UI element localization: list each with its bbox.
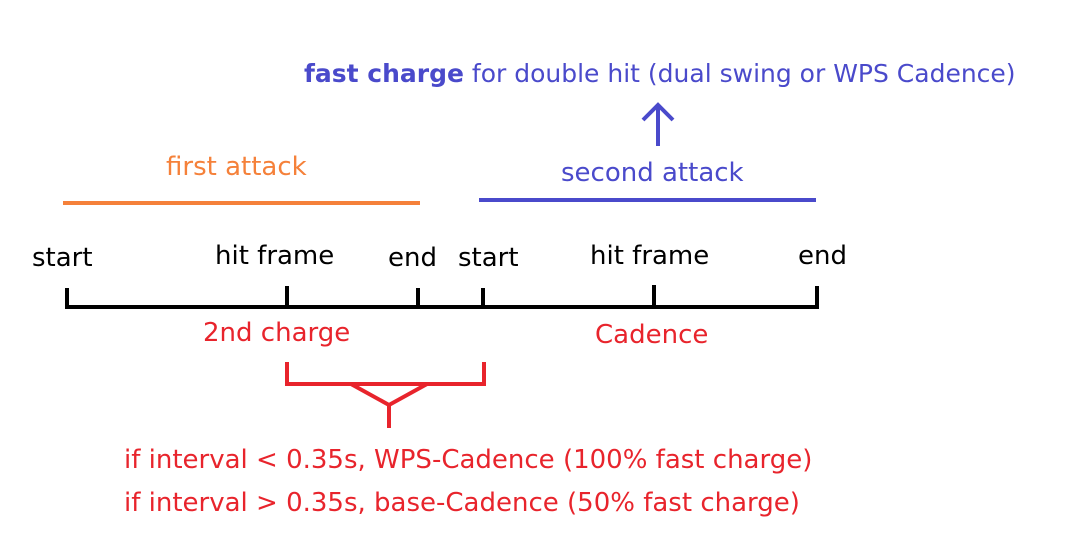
fast-charge-description: for double hit (dual swing or WPS Cadenc… <box>463 59 1016 88</box>
interval-bracket <box>285 362 486 386</box>
up-arrow-icon <box>641 102 675 146</box>
second-attack-label: second attack <box>561 158 744 188</box>
first-attack-label: first attack <box>166 152 307 182</box>
first-end-label: end <box>388 243 437 273</box>
second-hit-frame-label: hit frame <box>590 241 710 271</box>
second-end-label: end <box>798 241 847 271</box>
timeline-axis <box>65 285 819 309</box>
first-hit-frame-label: hit frame <box>215 241 335 271</box>
interval-rule-slow: if interval > 0.35s, base-Cadence (50% f… <box>124 488 800 518</box>
fast-charge-note: fast charge for double hit (dual swing o… <box>304 61 1016 86</box>
cadence-label: Cadence <box>595 320 709 350</box>
arrow-head <box>641 102 675 122</box>
first-start-label: start <box>32 243 93 273</box>
interval-rule-fast: if interval < 0.35s, WPS-Cadence (100% f… <box>124 445 813 475</box>
interval-bracket-point <box>350 382 428 408</box>
second-start-label: start <box>458 243 519 273</box>
fast-charge-emphasis: fast charge <box>304 59 464 88</box>
second-charge-label: 2nd charge <box>203 318 351 348</box>
